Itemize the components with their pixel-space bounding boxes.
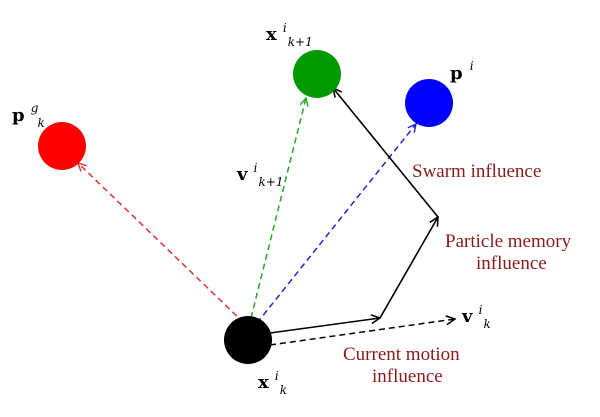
personal-best-node — [405, 79, 453, 127]
swarm-influence-label: Swarm influence — [412, 161, 541, 182]
next-position-label: x i k+1 — [266, 17, 313, 49]
arrow-current-velocity — [269, 319, 455, 346]
personal-best-label: p i — [450, 59, 474, 84]
arrow-to-personal-best — [256, 124, 416, 324]
arrow-current-motion-component — [269, 318, 380, 334]
motion-influence-label-2: influence — [372, 366, 443, 387]
arrow-swarm-component — [333, 88, 439, 218]
memory-influence-label-2: influence — [476, 253, 547, 274]
arrow-memory-component — [379, 217, 438, 319]
current-velocity-label: v i k — [461, 299, 491, 331]
arrow-next-velocity — [250, 98, 306, 319]
motion-influence-label-1: Current motion — [343, 344, 460, 365]
global-best-node — [38, 122, 86, 170]
memory-influence-label-1: Particle memory — [445, 231, 572, 252]
global-best-label: p g k — [12, 97, 45, 130]
arrow-to-global-best — [78, 163, 245, 324]
next-velocity-label: v i k+1 — [236, 157, 283, 189]
current-position-label: x i k — [258, 365, 287, 397]
current-position-node — [224, 316, 272, 364]
next-position-node — [293, 50, 341, 98]
